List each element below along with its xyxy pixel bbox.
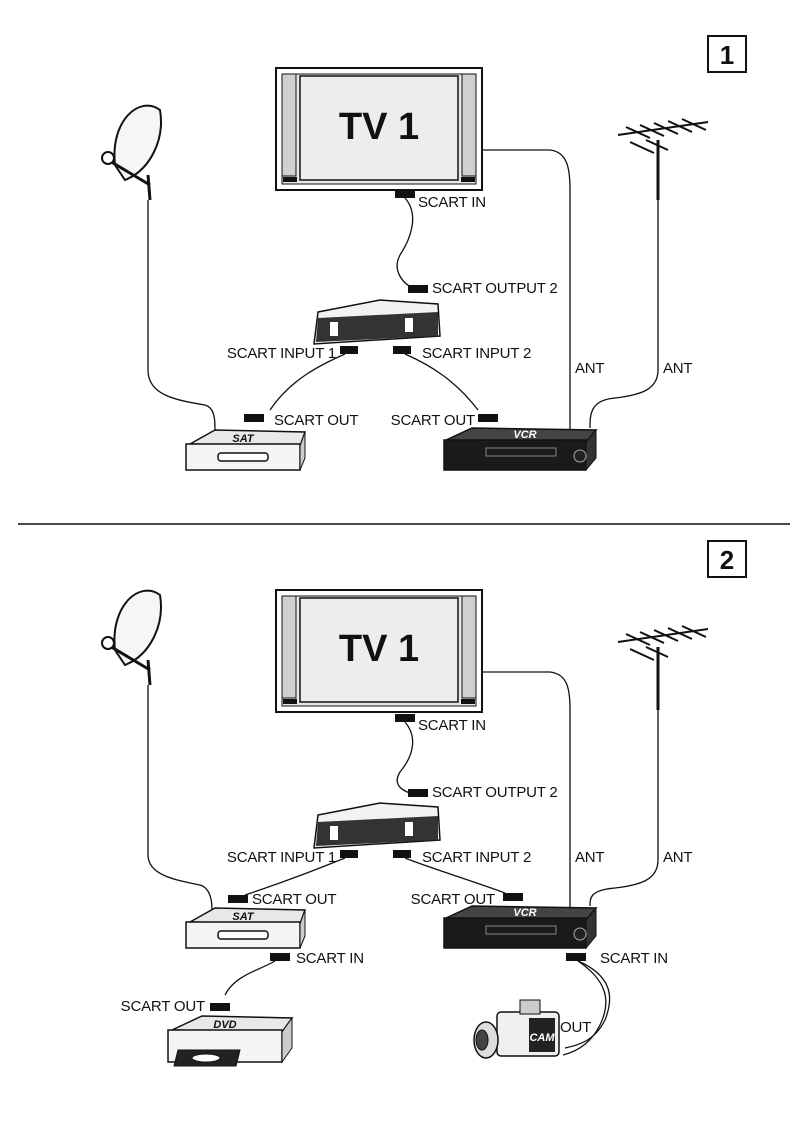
- vcr-scart-out-label: SCART OUT: [391, 412, 475, 429]
- sat-receiver: SAT: [185, 429, 307, 471]
- sat-receiver: SAT: [185, 907, 307, 949]
- vcr: VCR: [443, 905, 598, 950]
- tv-scart-in-label: SCART IN: [418, 194, 486, 211]
- tv-1: TV 1: [275, 589, 483, 713]
- vcr-scart-out-label: SCART OUT: [411, 891, 495, 908]
- scart-connector: [340, 346, 358, 354]
- antenna-ant-label: ANT: [663, 849, 692, 866]
- svg-text:CAM: CAM: [529, 1032, 555, 1044]
- scart-connector: [210, 1003, 230, 1011]
- scart-connector: [566, 953, 586, 961]
- scart-connector: [395, 714, 415, 722]
- dvd-scart-out-label: SCART OUT: [121, 998, 205, 1015]
- scart-connector: [408, 285, 428, 293]
- scart-switch: [313, 802, 441, 849]
- tv-1: TV 1: [275, 67, 483, 191]
- scart-connector: [503, 893, 523, 901]
- scart-connector: [270, 953, 290, 961]
- vcr: VCR: [443, 427, 598, 472]
- svg-text:TV 1: TV 1: [339, 628, 419, 670]
- svg-text:1: 1: [720, 40, 734, 70]
- vcr-ant-label: ANT: [575, 360, 604, 377]
- vcr-scart-in-label: SCART IN: [600, 950, 668, 967]
- sat-scart-out-label: SCART OUT: [252, 891, 336, 908]
- tv-antenna: [617, 118, 709, 200]
- scart-connector: [393, 850, 411, 858]
- vcr-ant-label: ANT: [575, 849, 604, 866]
- switch-scart-input-1-label: SCART INPUT 1: [227, 849, 336, 866]
- satellite-dish: [101, 104, 162, 201]
- switch-scart-output-2-label: SCART OUTPUT 2: [432, 280, 558, 297]
- svg-text:VCR: VCR: [513, 907, 536, 919]
- camcorder: CAM: [473, 999, 560, 1059]
- antenna-ant-label: ANT: [663, 360, 692, 377]
- dvd-player: DVD: [167, 1015, 294, 1067]
- svg-text:DVD: DVD: [213, 1019, 236, 1031]
- diagram-number-badge: 1: [707, 35, 747, 73]
- sat-scart-in-label: SCART IN: [296, 950, 364, 967]
- scart-switch: [313, 299, 441, 345]
- svg-text:SAT: SAT: [232, 433, 254, 445]
- scart-connector: [478, 414, 498, 422]
- diagram-2: 2 TV 1 SCART IN SCART OUTPUT 2 SCART INP…: [101, 540, 747, 1067]
- switch-scart-input-2-label: SCART INPUT 2: [422, 849, 531, 866]
- diagram-1: 1 TV 1 SCART IN SCART OUTPUT 2 SCART: [101, 35, 747, 472]
- switch-scart-output-2-label: SCART OUTPUT 2: [432, 784, 558, 801]
- tv-antenna: [617, 625, 709, 710]
- svg-text:SAT: SAT: [232, 911, 254, 923]
- scart-connector: [340, 850, 358, 858]
- switch-scart-input-1-label: SCART INPUT 1: [227, 345, 336, 362]
- tv-scart-in-label: SCART IN: [418, 717, 486, 734]
- scart-connector: [244, 414, 264, 422]
- scart-connector: [395, 190, 415, 198]
- svg-text:TV 1: TV 1: [339, 106, 419, 148]
- svg-text:VCR: VCR: [513, 429, 536, 441]
- camcorder-out-label: OUT: [560, 1019, 591, 1036]
- scart-connector: [408, 789, 428, 797]
- switch-scart-input-2-label: SCART INPUT 2: [422, 345, 531, 362]
- scart-connector: [228, 895, 248, 903]
- sat-scart-out-label: SCART OUT: [274, 412, 358, 429]
- svg-text:2: 2: [720, 545, 734, 575]
- satellite-dish: [101, 589, 162, 686]
- scart-connector: [393, 346, 411, 354]
- diagram-number-badge: 2: [707, 540, 747, 578]
